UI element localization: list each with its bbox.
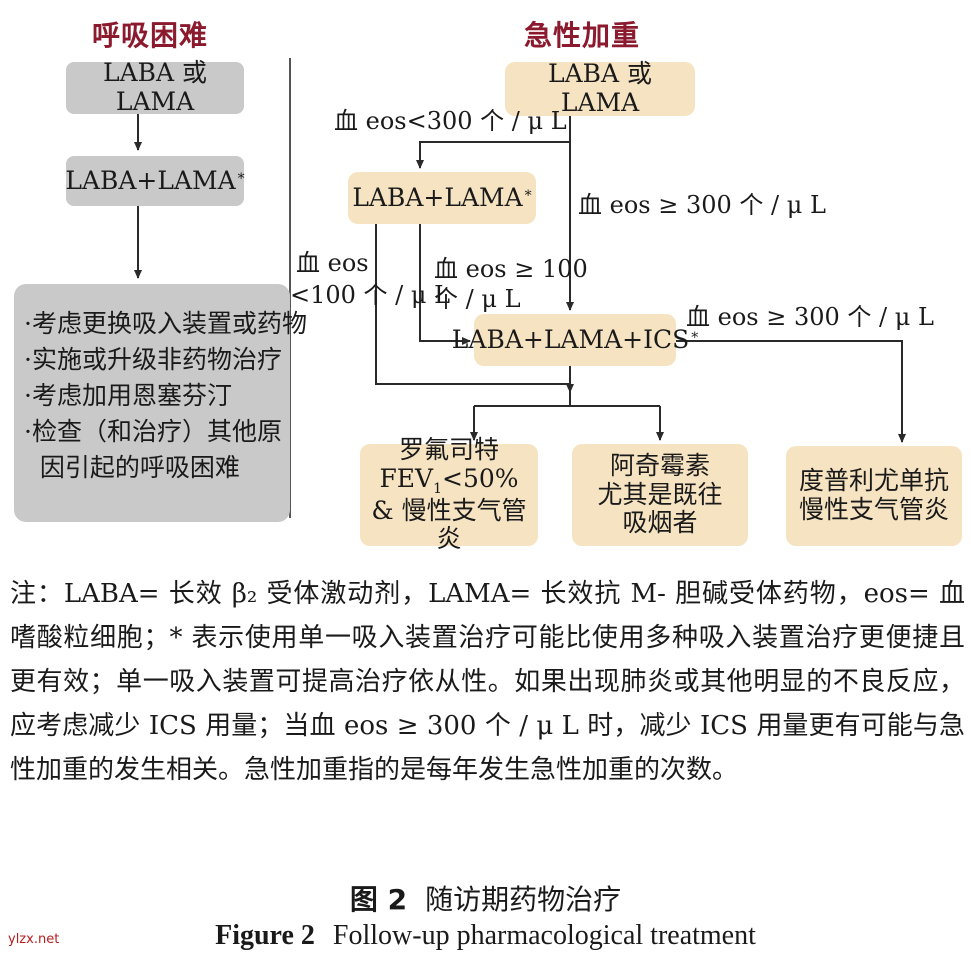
right-box-laba-lama-mark: * xyxy=(524,187,532,204)
caption-english-text: Follow-up pharmacological treatment xyxy=(332,920,756,951)
left-box-laba-lama: LABA+LAMA* xyxy=(65,156,245,206)
right-box-laba-or-lama-text: LABA 或 LAMA xyxy=(547,59,653,117)
bullet-item: ·考虑加用恩塞芬汀 xyxy=(24,381,232,410)
bullet-item: ·实施或升级非药物治疗 xyxy=(24,345,282,374)
outcome-dupilumab-line1: 度普利尤单抗 xyxy=(798,466,949,496)
outcome-roflumilast-line1: 罗氟司特 xyxy=(398,434,499,464)
outcome-azithromycin-line1: 阿奇霉素 xyxy=(609,450,710,480)
left-box-laba-or-lama-text: LABA 或 LAMA xyxy=(102,58,208,116)
right-box-laba-lama-ics: LABA+LAMA+ICS* xyxy=(452,314,698,366)
outcome-roflumilast-line2: FEV1<50% xyxy=(379,463,519,497)
right-box-laba-lama-ics-mark: * xyxy=(691,329,699,346)
right-box-laba-or-lama: LABA 或 LAMA xyxy=(505,59,695,117)
outcome-dupilumab: 度普利尤单抗 慢性支气管炎 xyxy=(786,446,962,546)
arrow-mid-to-junction xyxy=(375,224,570,385)
flow-connectors xyxy=(134,58,906,518)
left-box-laba-lama-text: LABA+LAMA xyxy=(65,165,236,195)
watermark: ylzx.net xyxy=(8,932,60,947)
outcome-roflumilast-line3: & 慢性支气管炎 xyxy=(371,495,527,554)
left-header: 呼吸困难 xyxy=(92,19,209,52)
left-bullet-box: ·考虑更换吸入装置或药物 ·实施或升级非药物治疗 ·考虑加用恩塞芬汀 ·检查（和… xyxy=(14,284,307,522)
caption-english-label: Figure 2 xyxy=(215,920,315,951)
arrow-ics-to-outcome3 xyxy=(676,340,906,443)
label-eos-ge-300-top: 血 eos ≥ 300 个 / μ L xyxy=(578,191,826,219)
arrow-mid-to-ics xyxy=(419,224,471,345)
caption-chinese: 图 2 随访期药物治疗 xyxy=(0,878,971,918)
right-box-laba-lama: LABA+LAMA* xyxy=(348,172,536,224)
outcome-azithromycin-line2: 尤其是既往 xyxy=(597,479,723,509)
label-eos-lt-300: 血 eos<300 个 / μ L xyxy=(334,107,567,135)
outcome-dupilumab-line2: 慢性支气管炎 xyxy=(798,495,949,524)
arrow-top-to-mid xyxy=(416,141,570,169)
caption-chinese-text: 随访期药物治疗 xyxy=(425,883,622,916)
bullet-item: ·检查（和治疗）其他原 xyxy=(24,417,282,446)
label-eos-lt-100-line2: <100 个 / μ L xyxy=(290,281,451,309)
right-box-laba-lama-ics-text: LABA+LAMA+ICS xyxy=(451,324,690,354)
outcome-roflumilast: 罗氟司特 FEV1<50% & 慢性支气管炎 xyxy=(360,435,538,553)
right-header: 急性加重 xyxy=(524,19,641,52)
label-eos-ge-100-line2: 个 / μ L xyxy=(434,285,521,313)
left-box-laba-lama-mark: * xyxy=(237,170,245,187)
outcome-azithromycin-line3: 吸烟者 xyxy=(622,508,698,538)
bullet-item: ·考虑更换吸入装置或药物 xyxy=(24,309,307,338)
bullet-item: 因引起的呼吸困难 xyxy=(24,453,240,482)
caption-english: Figure 2 Follow-up pharmacological treatm… xyxy=(0,920,971,952)
left-box-laba-or-lama: LABA 或 LAMA xyxy=(66,58,244,116)
label-eos-ge-100-line1: 血 eos ≥ 100 xyxy=(434,255,588,283)
label-eos-ge-300-right: 血 eos ≥ 300 个 / μ L xyxy=(686,303,934,331)
right-box-laba-lama-text: LABA+LAMA xyxy=(352,182,523,212)
figure-note: 注：LABA= 长效 β₂ 受体激动剂，LAMA= 长效抗 M- 胆碱受体药物，… xyxy=(10,579,965,785)
outcome-azithromycin: 阿奇霉素 尤其是既往 吸烟者 xyxy=(572,444,748,546)
caption-chinese-label: 图 2 xyxy=(349,883,408,916)
label-eos-lt-100-line1: 血 eos xyxy=(296,249,369,277)
